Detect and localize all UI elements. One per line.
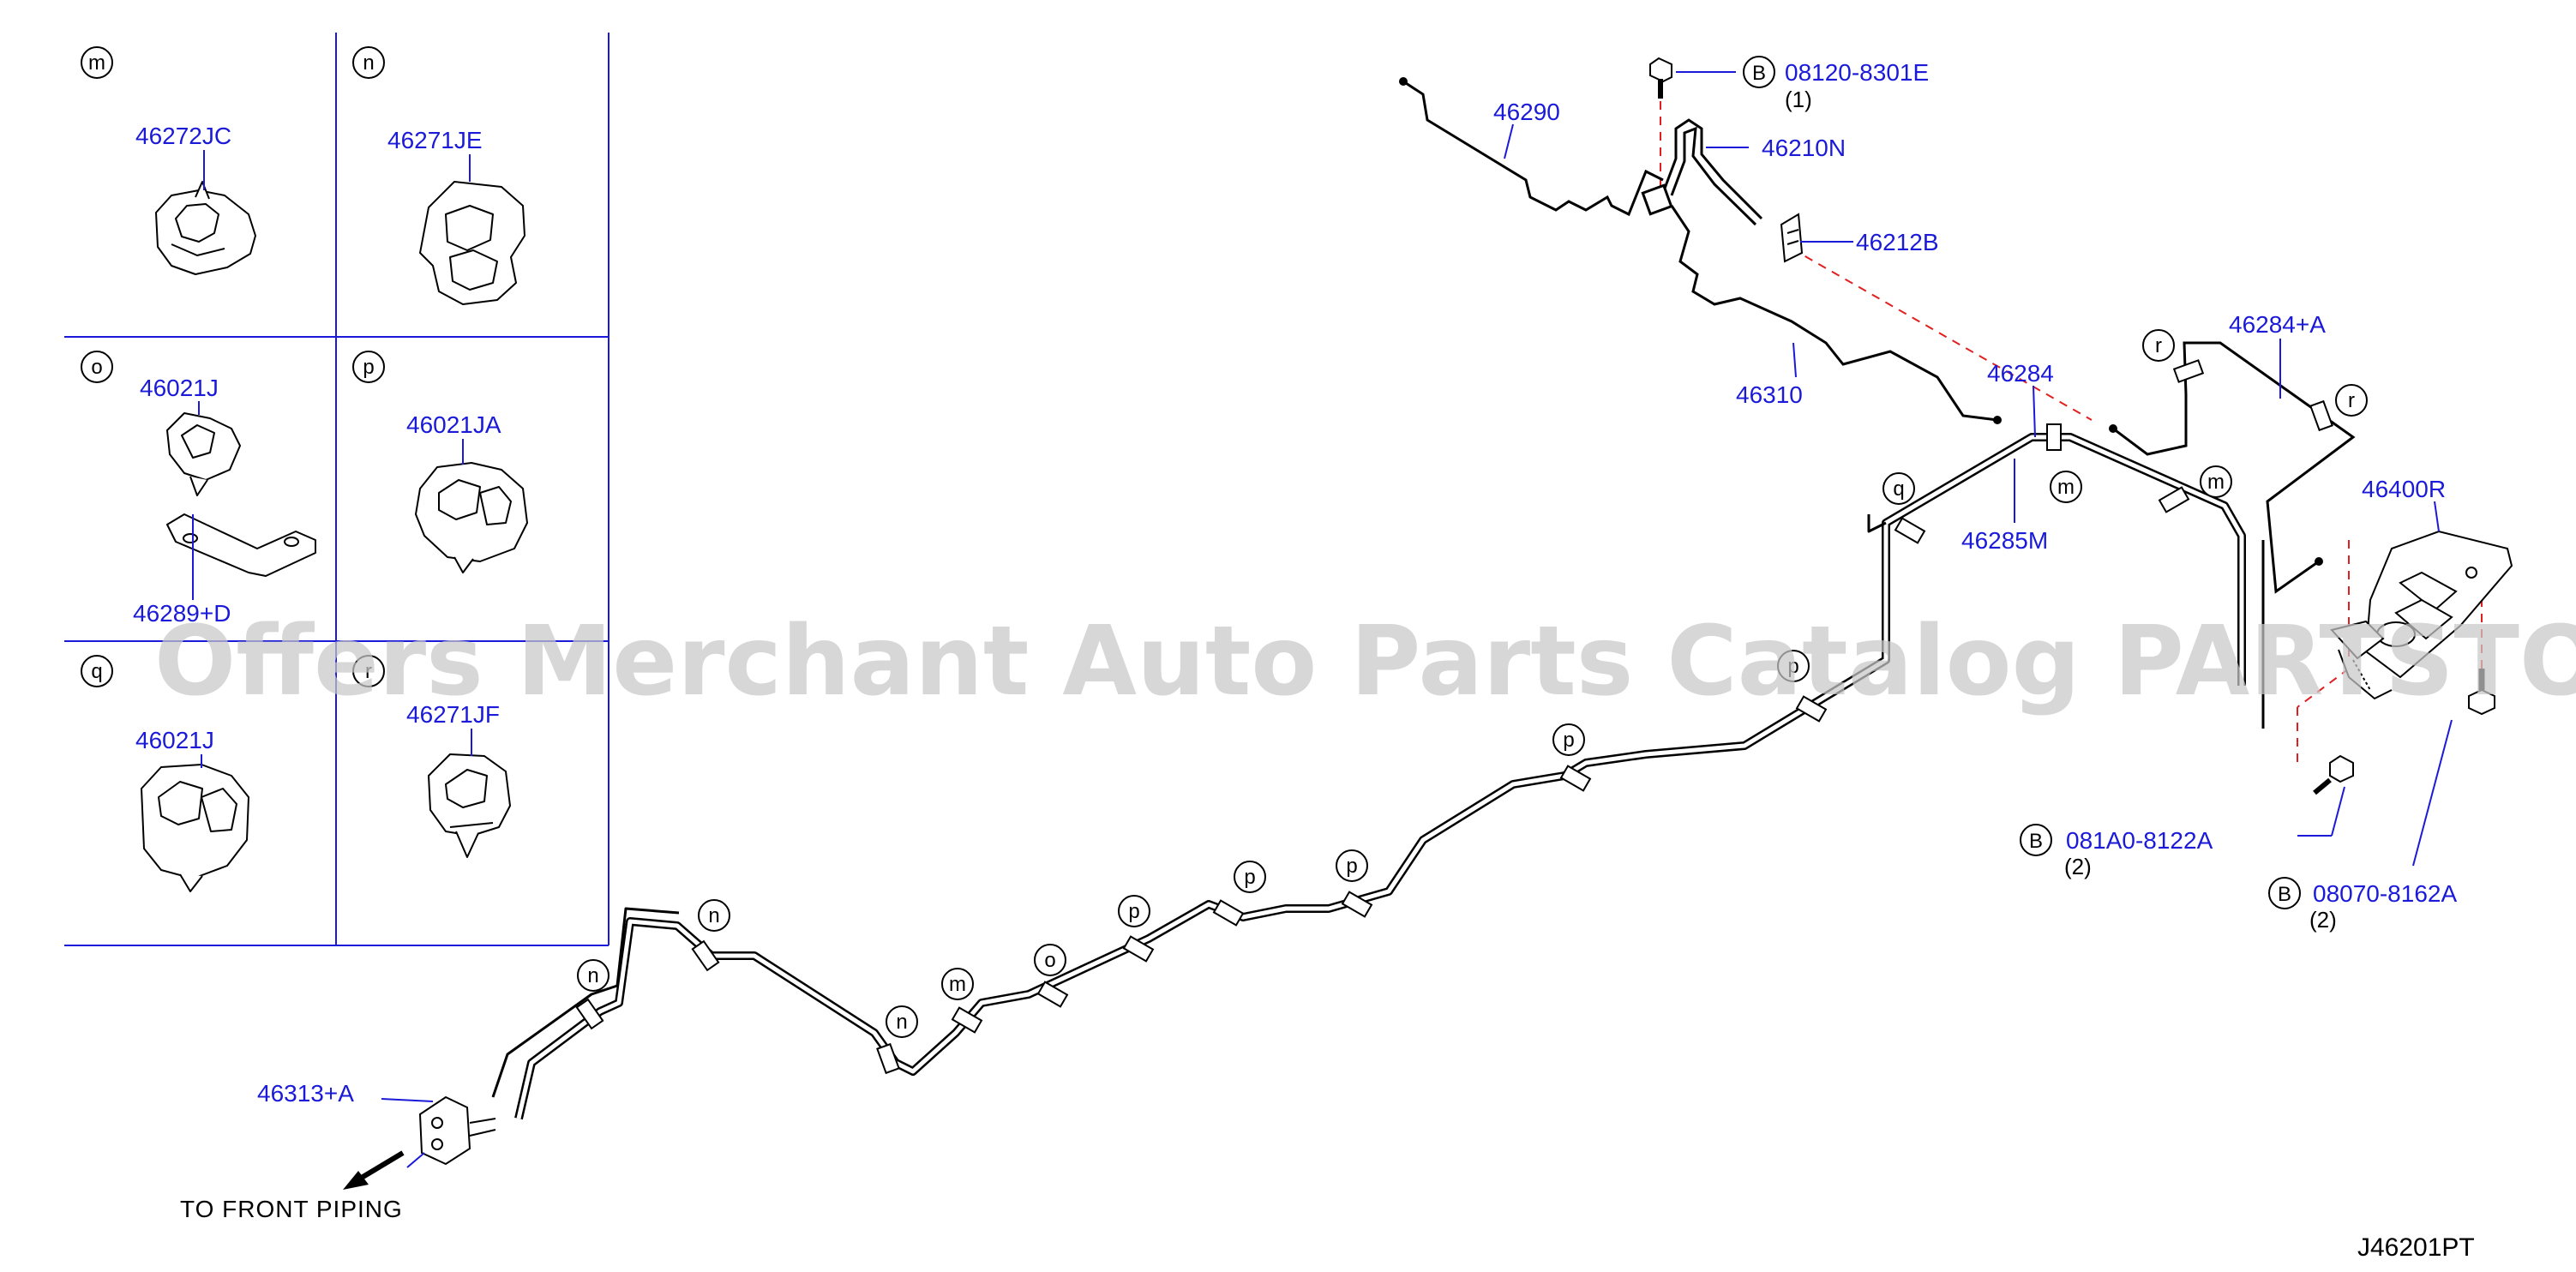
- svg-text:081A0-8122A: 081A0-8122A: [2066, 827, 2213, 854]
- svg-text:m: m: [949, 973, 966, 996]
- cell-q-ref: q: [81, 655, 113, 687]
- label-46400R: 46400R: [2362, 476, 2446, 502]
- clip-ref-c12: m: [2050, 471, 2082, 503]
- cell-o-part-label: 46021J: [140, 375, 219, 401]
- bracket-46212B-drawing: [1780, 213, 1804, 263]
- label-46285M: 46285M: [1961, 527, 2048, 554]
- pipe-46290: [1402, 80, 1664, 217]
- svg-text:q: q: [91, 660, 102, 683]
- clip-ref-c14: r: [2142, 329, 2175, 362]
- clip-ref-c2: n: [698, 899, 730, 932]
- cell-p-part-label: 46021JA: [406, 411, 501, 438]
- svg-text:m: m: [2057, 476, 2075, 499]
- cell-n-part-label: 46271JE: [387, 127, 483, 153]
- pipe-46310: [1670, 205, 1998, 422]
- bolt-081A0-8122A-icon: [2313, 754, 2354, 795]
- clip-ref-c7: p: [1234, 861, 1266, 893]
- cell-o-ref: o: [81, 351, 113, 383]
- label-46284: 46284: [1987, 360, 2054, 387]
- hose-46210N-drawing: [1641, 118, 1763, 226]
- svg-text:r: r: [365, 660, 372, 683]
- svg-text:B: B: [1752, 62, 1766, 85]
- clip-m-drawing: [155, 181, 256, 275]
- clip-ref-c4: n: [886, 1005, 918, 1038]
- svg-text:o: o: [1044, 949, 1055, 972]
- clip-ref-c5: o: [1034, 944, 1066, 976]
- bolt-label-08070-8162A: B 08070-8162A (2): [2268, 877, 2457, 933]
- clip-ref-c13: m: [2200, 465, 2232, 498]
- diagram-code: J46201PT: [2357, 1233, 2475, 1262]
- main-brake-pipe: [491, 433, 2265, 1120]
- clip-ref-c6: p: [1118, 895, 1150, 927]
- svg-text:n: n: [363, 51, 374, 75]
- svg-text:m: m: [88, 51, 105, 75]
- svg-text:B: B: [2029, 830, 2043, 853]
- bracket-46289D-drawing: [166, 513, 316, 577]
- cell-n-ref: n: [352, 46, 385, 79]
- svg-text:B: B: [2278, 883, 2291, 906]
- svg-text:r: r: [2348, 389, 2355, 412]
- label-46310: 46310: [1736, 381, 1803, 408]
- clip-ref-c8: p: [1336, 849, 1368, 882]
- cell-m-part-label: 46272JC: [135, 123, 231, 149]
- clip-p-drawing: [415, 462, 528, 573]
- clip-r-drawing: [428, 753, 511, 858]
- direction-label: TO FRONT PIPING: [180, 1196, 403, 1222]
- bolt-label-081A0-8122A: B 081A0-8122A (2): [2020, 824, 2213, 879]
- clip-q-drawing: [141, 764, 249, 892]
- svg-text:08070-8162A: 08070-8162A: [2313, 880, 2457, 907]
- clip-ref-c9: p: [1552, 723, 1585, 756]
- svg-text:q: q: [1893, 477, 1904, 501]
- label-46290: 46290: [1493, 99, 1560, 125]
- cell-p-ref: p: [352, 351, 385, 383]
- svg-text:p: p: [1244, 866, 1255, 889]
- svg-text:n: n: [587, 964, 598, 987]
- front-arrow-icon: [343, 1150, 405, 1190]
- valve-46400R-drawing: [2330, 530, 2513, 700]
- cell-q-part-label: 46021J: [135, 727, 214, 753]
- svg-text:r: r: [2155, 334, 2162, 357]
- svg-text:08120-8301E: 08120-8301E: [1785, 59, 1929, 86]
- svg-text:m: m: [2207, 471, 2225, 494]
- label-46313A: 46313+A: [257, 1080, 354, 1107]
- watermark: Offers Merchant Auto Parts Catalog PARTS…: [154, 606, 2576, 717]
- clip-panel: [64, 33, 609, 946]
- line-clip-stamps: [575, 423, 2190, 1075]
- cell-r-part-label: 46271JF: [406, 701, 500, 728]
- svg-text:(1): (1): [1785, 87, 1812, 112]
- clip-ref-c11: q: [1882, 472, 1915, 505]
- clip-ref-c1: n: [577, 959, 609, 992]
- clip-ref-c15: r: [2335, 384, 2368, 417]
- connector-46313A-drawing: [418, 1095, 496, 1166]
- label-46210N: 46210N: [1762, 135, 1846, 161]
- cell-r-ref: r: [352, 655, 385, 687]
- svg-text:(2): (2): [2064, 854, 2092, 879]
- clip-ref-c3: m: [941, 968, 974, 1000]
- svg-text:(2): (2): [2309, 907, 2337, 933]
- bolt-08070-8162A-icon: [2468, 669, 2495, 716]
- label-46284A: 46284+A: [2229, 311, 2326, 338]
- svg-text:n: n: [708, 904, 719, 927]
- svg-text:p: p: [1787, 655, 1798, 678]
- clip-n-drawing: [419, 181, 525, 305]
- svg-text:p: p: [1563, 729, 1574, 752]
- svg-text:o: o: [91, 356, 102, 379]
- svg-text:p: p: [363, 356, 374, 379]
- svg-text:p: p: [1346, 855, 1357, 878]
- bolt-08120-8301E-icon: [1649, 57, 1672, 99]
- leader-lines: [381, 71, 2453, 1168]
- svg-text:n: n: [896, 1011, 907, 1034]
- cell-m-ref: m: [81, 46, 113, 79]
- label-46212B: 46212B: [1856, 229, 1939, 255]
- svg-text:p: p: [1128, 900, 1139, 923]
- cell-o-bracket-label: 46289+D: [133, 600, 231, 627]
- pipe-46284A: [2112, 341, 2356, 594]
- bolt-label-08120-8301E: B 08120-8301E (1): [1743, 56, 1929, 112]
- clip-o-drawing: [166, 412, 241, 496]
- clip-ref-c10: p: [1777, 650, 1810, 682]
